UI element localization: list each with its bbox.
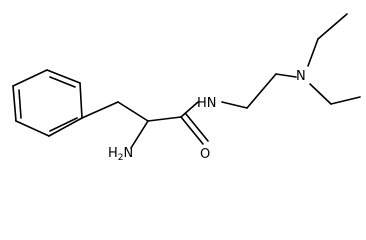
molecule-structure: HN N H2N O — [12, 13, 361, 163]
diethyl-groups — [307, 13, 361, 105]
amine-nitrogen-label: N — [296, 69, 306, 84]
alpha-carbonyl-bond — [147, 116, 182, 122]
ring-bond — [46, 69, 81, 84]
benzyl-bond — [81, 101, 119, 119]
ring-bond — [12, 85, 17, 122]
amino-group-label: H2N — [108, 146, 133, 163]
n-ethyl-bond — [309, 83, 332, 105]
ring-bond — [48, 117, 83, 137]
ring-double-bond — [18, 89, 22, 119]
amide-nitrogen-label: HN — [197, 96, 217, 111]
benzene-ring — [12, 69, 83, 137]
backbone — [81, 73, 297, 149]
ethyl-bond — [317, 13, 348, 40]
ethyl-bond — [330, 96, 361, 105]
ring-bond — [12, 69, 48, 87]
alpha-amino-bond — [130, 120, 149, 149]
ch2-alpha-bond — [117, 101, 149, 122]
ethylene-bond — [246, 73, 277, 109]
ring-bond — [79, 82, 83, 119]
ring-double-bond — [49, 117, 78, 132]
ring-bond — [15, 120, 50, 137]
carbonyl-double-bond — [180, 116, 204, 145]
carbonyl-double-bond — [185, 113, 209, 142]
carbonyl-oxygen-label: O — [200, 147, 210, 162]
carbonyl-nh-bond — [180, 101, 199, 118]
n-ethyl-bond — [307, 38, 319, 67]
ring-double-bond — [49, 76, 76, 88]
nh-ethyl-bond — [221, 101, 248, 109]
ethylene-n-bond — [275, 73, 297, 78]
